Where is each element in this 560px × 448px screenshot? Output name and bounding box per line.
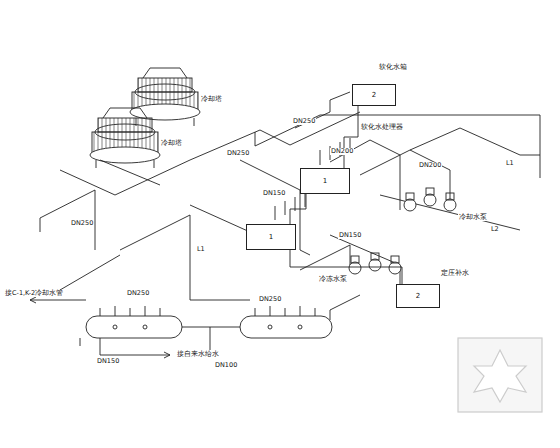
pipe-label: DN150 xyxy=(338,232,362,239)
pipe-label: DN200 xyxy=(330,148,354,155)
header-vessel xyxy=(240,306,332,338)
watermark xyxy=(458,338,542,412)
box-number: 2 xyxy=(372,91,376,99)
pipe-label: 软化水箱 xyxy=(378,64,408,71)
pipe-label: 冷冻水泵 xyxy=(318,276,348,283)
pipe-label: DN150 xyxy=(96,358,120,365)
pipe-label: DN250 xyxy=(126,290,150,297)
pipe-label: L2 xyxy=(490,226,500,233)
pipe-label: 接C-1,K-2冷却水管 xyxy=(4,290,64,297)
pipe-label: DN250 xyxy=(292,118,316,125)
equipment-box: 2 xyxy=(396,284,440,308)
box-number: 1 xyxy=(323,177,327,185)
equipment-box: 2 xyxy=(352,84,396,106)
pipe-label: 冷却塔 xyxy=(200,96,223,103)
pipe-connector xyxy=(290,194,306,224)
cooling-tower xyxy=(90,108,160,168)
pipe-label: 冷却水泵 xyxy=(458,214,488,221)
box-number: 1 xyxy=(269,233,273,241)
pipe-label: 冷却塔 xyxy=(160,140,183,147)
pipe-label: DN200 xyxy=(418,162,442,169)
cooling-tower xyxy=(130,68,200,126)
pipe-label: L1 xyxy=(196,246,206,253)
pipe-label: 接自来水给水 xyxy=(176,351,220,358)
pipe-label: DN250 xyxy=(258,296,282,303)
pipe-connector xyxy=(344,106,358,168)
pump-symbol xyxy=(349,188,456,274)
pipe-label: DN250 xyxy=(226,150,250,157)
pipe-label: DN150 xyxy=(262,190,286,197)
pipe-connector xyxy=(290,250,402,284)
pipe-label: DN100 xyxy=(214,362,238,369)
equipment-box: 1 xyxy=(246,224,296,250)
box-number: 2 xyxy=(416,292,420,300)
equipment-box: 1 xyxy=(300,168,350,194)
pipe-label: 软化水处理器 xyxy=(360,124,404,131)
pipe-label: L1 xyxy=(505,160,515,167)
pipe-label: DN250 xyxy=(70,220,94,227)
pipe-label: 定压补水 xyxy=(440,270,470,277)
header-vessel xyxy=(86,306,182,338)
